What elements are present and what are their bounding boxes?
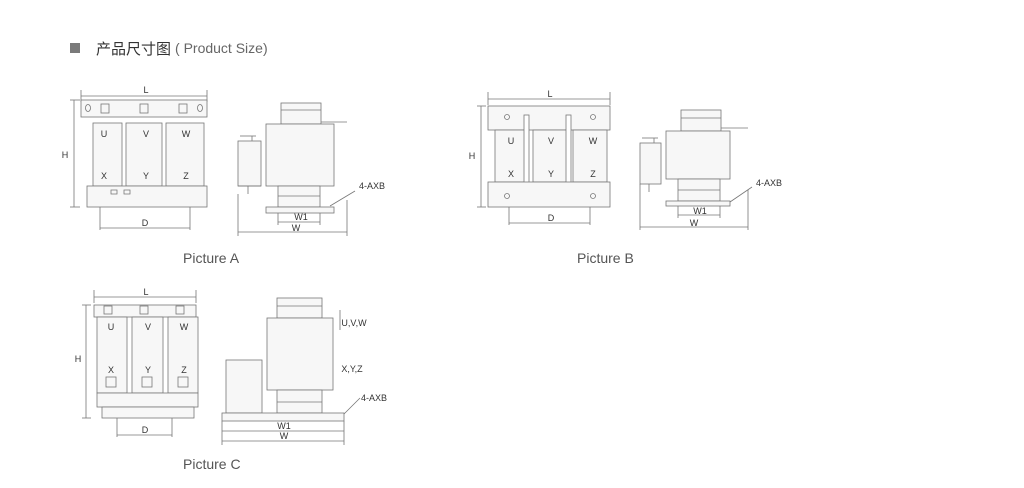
pic-a-label-d: D	[142, 218, 149, 228]
pic-b-label-l: L	[547, 89, 552, 99]
pic-c-label-l: L	[143, 287, 148, 297]
picture-c-front-view	[82, 290, 199, 437]
pic-b-phase-u: U	[508, 136, 515, 146]
pic-a-phase-y: Y	[143, 171, 149, 181]
pic-a-label-h: H	[62, 150, 69, 160]
picture-a-side-view	[237, 102, 356, 236]
picture-a-front-view	[70, 90, 208, 230]
caption-picture-c: Picture C	[183, 456, 241, 472]
pic-b-label-h: H	[469, 151, 476, 161]
pic-b-label-d: D	[548, 213, 555, 223]
pic-c-side-label-bottom: X,Y,Z	[341, 364, 363, 374]
pic-a-label-l: L	[143, 85, 148, 95]
pic-c-phase-u: U	[108, 322, 115, 332]
pic-a-phase-z: Z	[183, 171, 189, 181]
pic-c-phase-x: X	[108, 365, 114, 375]
pic-b-label-w: W	[690, 218, 699, 228]
pic-b-phase-x: X	[508, 169, 514, 179]
pic-a-phase-v: V	[143, 129, 149, 139]
pic-a-phase-w: W	[182, 129, 191, 139]
pic-c-phase-v: V	[145, 322, 151, 332]
caption-picture-b: Picture B	[577, 250, 634, 266]
pic-c-side-label-top: U,V,W	[341, 318, 367, 328]
pic-c-phase-w: W	[180, 322, 189, 332]
pic-c-label-w: W	[280, 431, 289, 441]
pic-b-label-w1: W1	[693, 206, 707, 216]
pic-b-phase-y: Y	[548, 169, 554, 179]
picture-b-front-view	[477, 92, 611, 225]
pic-b-phase-v: V	[548, 136, 554, 146]
pic-c-phase-z: Z	[181, 365, 187, 375]
caption-picture-a: Picture A	[183, 250, 240, 266]
pic-c-label-w1: W1	[277, 421, 291, 431]
pic-a-label-w1: W1	[294, 212, 308, 222]
picture-b-side-view	[639, 109, 753, 230]
pic-b-label-mount: 4-AXB	[756, 178, 782, 188]
pic-c-phase-y: Y	[145, 365, 151, 375]
pic-c-label-d: D	[142, 425, 149, 435]
pic-b-phase-z: Z	[590, 169, 596, 179]
section-header: 产品尺寸图 ( Product Size)	[70, 38, 268, 58]
pic-c-label-h: H	[75, 354, 82, 364]
square-bullet-icon	[70, 43, 80, 53]
section-title-cn: 产品尺寸图	[96, 39, 172, 58]
pic-a-phase-x: X	[101, 171, 107, 181]
pic-a-label-w: W	[292, 223, 301, 233]
section-title-en: ( Product Size)	[175, 40, 268, 56]
pic-c-label-mount: 4-AXB	[361, 393, 387, 403]
pic-b-phase-w: W	[589, 136, 598, 146]
pic-a-phase-u: U	[101, 129, 108, 139]
picture-c-side-view	[221, 297, 361, 445]
pic-a-label-mount: 4-AXB	[359, 181, 385, 191]
